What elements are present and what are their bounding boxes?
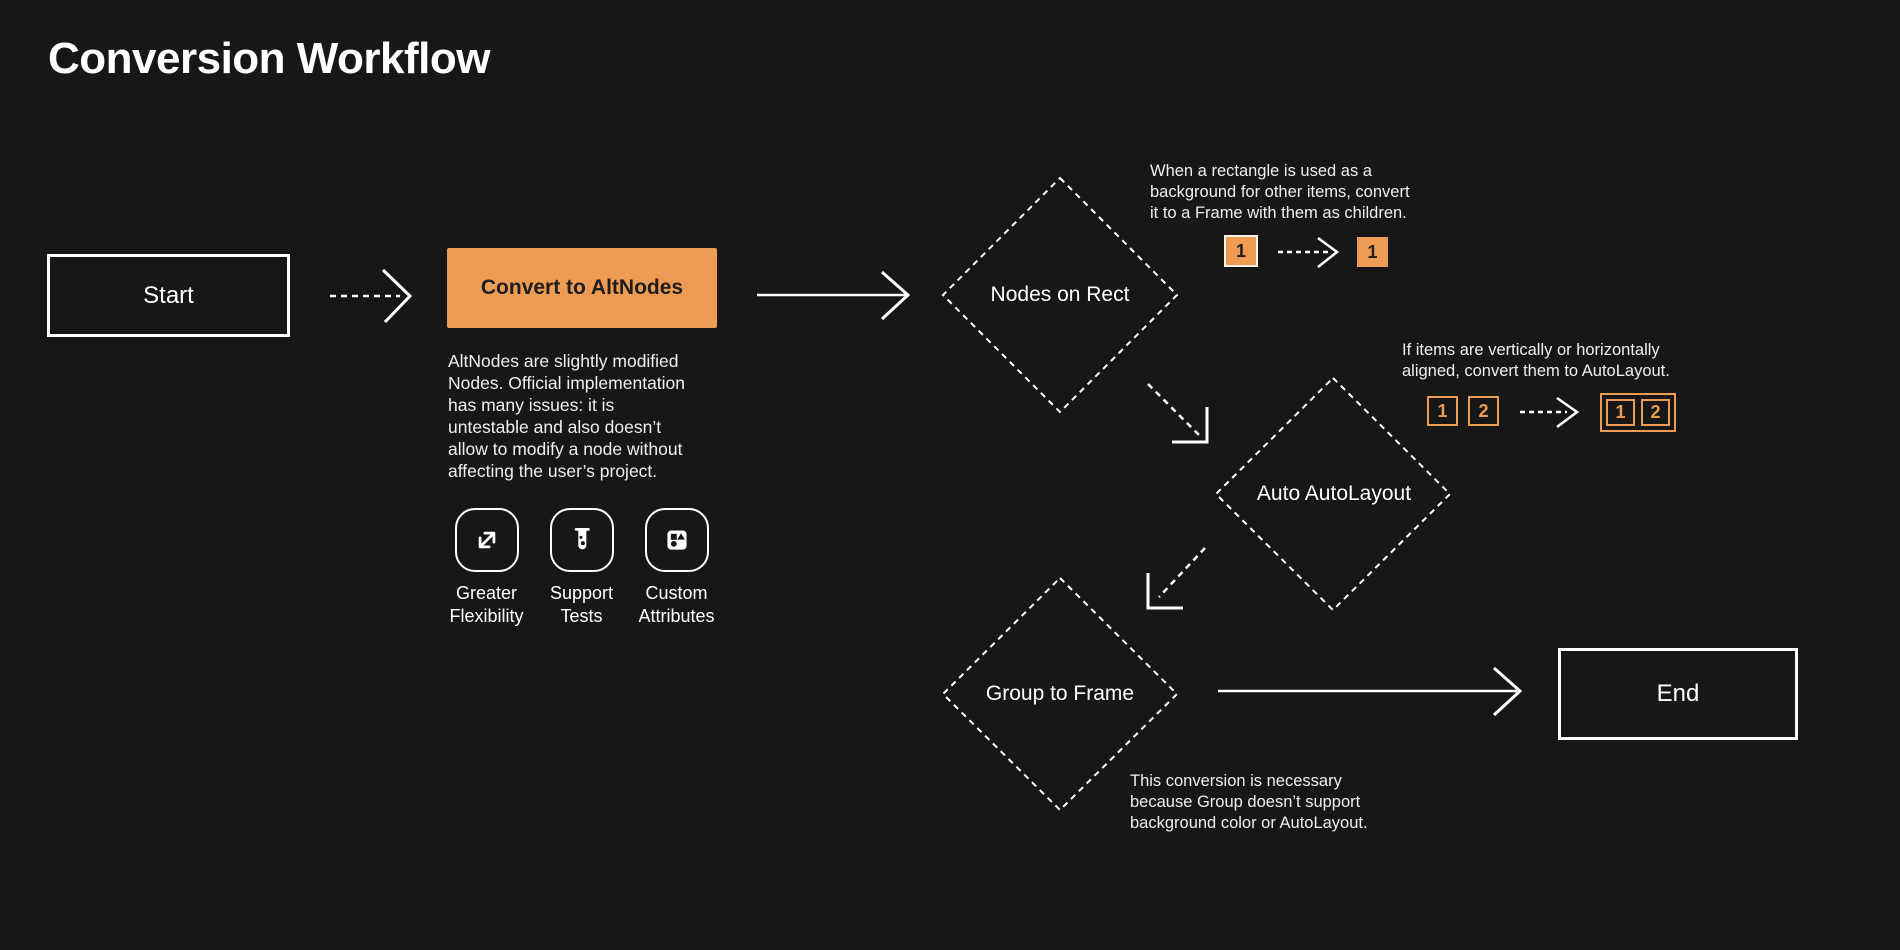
arrow-convert-to-nodes-on-rect [757,270,911,321]
end-node-label: End [1656,680,1700,707]
arrow-start-to-convert [330,268,413,324]
altnodes-features: Greater Flexibility Support Tests Custom… [439,508,724,628]
arrow-autolayout-to-group [1146,547,1206,610]
convert-to-altnodes-node[interactable]: Convert to AltNodes [447,248,717,328]
page-title: Conversion Workflow [48,34,490,83]
arrow-rect-example [1278,236,1340,268]
start-node[interactable]: Start [47,254,290,337]
expand-icon [454,508,519,572]
autolayout-grouped-item-1: 1 [1606,399,1635,426]
feature-label: Support Tests [549,583,614,626]
feature-custom-attributes: Custom Attributes [629,508,724,628]
arrow-autolayout-example [1520,396,1580,428]
feature-label: Greater Flexibility [449,583,524,626]
autolayout-example-group: 1 2 [1600,393,1676,432]
arrow-nodes-to-autolayout [1147,383,1209,444]
feature-label: Custom Attributes [638,583,715,626]
nodes-on-rect-label: Nodes on Rect [990,283,1130,306]
nodes-on-rect-note: When a rectangle is used as a background… [1150,162,1410,222]
end-node[interactable]: End [1558,648,1798,740]
arrow-group-to-end [1218,666,1523,717]
autolayout-example-item-1: 1 [1427,396,1458,426]
rect-example-after-chip: 1 [1357,237,1388,267]
group-to-frame-note: This conversion is necessary because Gro… [1130,772,1368,832]
autolayout-example-item-2: 2 [1468,396,1499,426]
start-node-label: Start [143,281,194,309]
rect-example-before-chip: 1 [1224,235,1258,267]
convert-to-altnodes-label: Convert to AltNodes [480,276,684,299]
auto-autolayout-note: If items are vertically or horizontally … [1402,341,1670,380]
auto-autolayout-label: Auto AutoLayout [1256,482,1412,505]
feature-greater-flexibility: Greater Flexibility [439,508,534,628]
group-to-frame-label: Group to Frame [985,682,1135,705]
altnodes-description: AltNodes are slightly modified Nodes. Of… [448,351,686,481]
shapes-icon [644,508,709,572]
autolayout-grouped-item-2: 2 [1641,399,1670,426]
test-tube-icon [549,508,614,572]
feature-support-tests: Support Tests [534,508,629,628]
